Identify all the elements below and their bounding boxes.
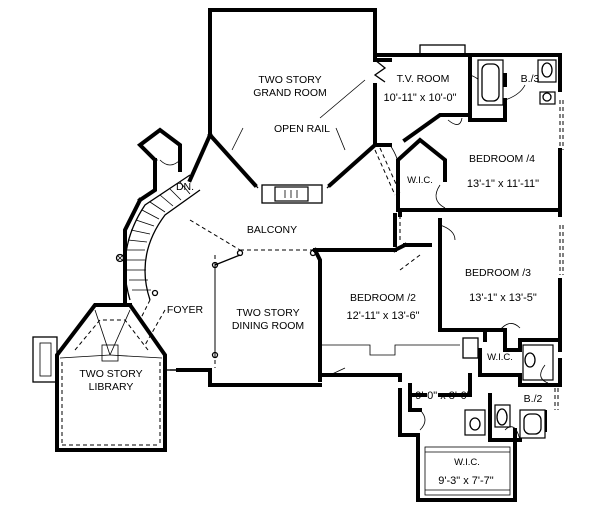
tv-room-dims: 10'-11" x 10'-0": [384, 92, 457, 104]
dining-label-1: TWO STORY: [236, 307, 299, 319]
dn-label: DN.: [176, 181, 194, 193]
bedroom3-label: BEDROOM /3: [465, 267, 531, 279]
dining-label-2: DINING ROOM: [232, 320, 304, 332]
wic-small-label: W.I.C.: [487, 352, 513, 363]
foyer-label: FOYER: [167, 304, 204, 316]
open-rail-callout: [231, 79, 366, 151]
bedroom4-label: BEDROOM /4: [469, 153, 535, 165]
library-label-1: TWO STORY: [79, 368, 142, 380]
bath2-dims: 9'-0" x 8'-0": [415, 390, 471, 402]
interior-walls: [189, 53, 562, 496]
bedroom2-dims: 12'-11" x 13'-6": [347, 310, 420, 322]
library-vault: [59, 309, 205, 446]
library-label-2: LIBRARY: [89, 381, 134, 393]
staircase: [115, 174, 201, 301]
wic-bottom-label: W.I.C.: [454, 457, 480, 468]
wic-bottom-dims: 9'-3" x 7'-7": [438, 475, 494, 487]
bath2-label: B./2: [524, 393, 543, 405]
bedroom3-dims: 13'-1" x 13'-5": [469, 292, 537, 304]
wic-bed4-label: W.I.C.: [407, 175, 433, 186]
bedroom2-label: BEDROOM /2: [350, 292, 416, 304]
tv-room-label: T.V. ROOM: [397, 73, 450, 85]
balcony-label: BALCONY: [247, 224, 297, 236]
room-labels: TWO STORY GRAND ROOM OPEN RAIL T.V. ROOM…: [79, 73, 542, 487]
bath3-fixtures: [477, 59, 557, 106]
grand-room-label-2: GRAND ROOM: [253, 87, 327, 99]
bedroom4-dims: 13'-1" x 11'-11": [467, 178, 539, 190]
bath3-label: B./3: [521, 73, 540, 85]
grand-room-label-1: TWO STORY: [258, 74, 321, 86]
foyer-railing: [139, 249, 317, 370]
open-rail-label: OPEN RAIL: [274, 123, 330, 135]
